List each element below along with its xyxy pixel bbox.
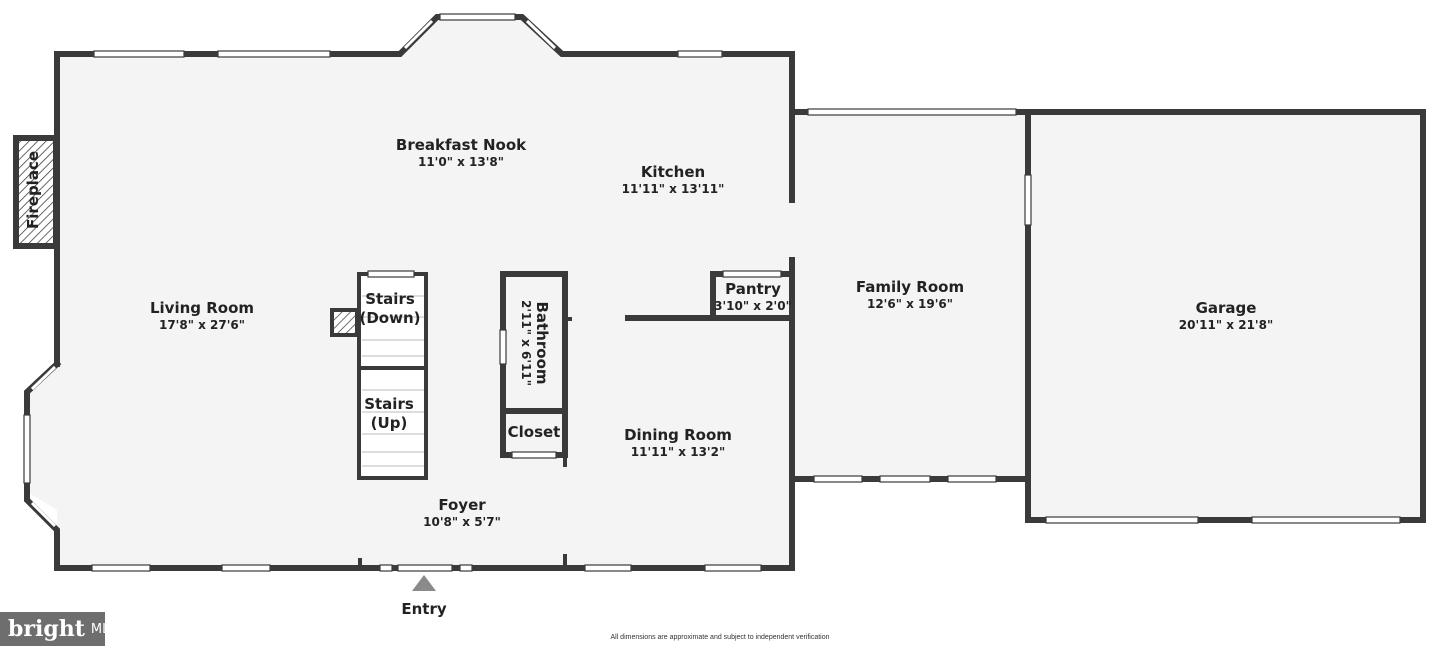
garage-floor: [1028, 112, 1423, 520]
bay-windows: [30, 19, 557, 528]
room-name-kitchen: Kitchen: [641, 163, 705, 181]
stairs-up: [357, 366, 428, 480]
brightmls-watermark: bright MLS: [0, 612, 118, 646]
room-name-bathroom: Bathroom: [533, 301, 551, 384]
windows: [23, 13, 1401, 572]
watermark-suffix: MLS: [90, 621, 118, 637]
stairs-down-label-1: Stairs: [365, 290, 415, 308]
garage-wall: [1025, 109, 1426, 523]
stairs-down-label-2: (Down): [359, 309, 420, 327]
stair-treads: [362, 295, 424, 467]
entry-arrow-icon: [412, 575, 436, 591]
entry-label: Entry: [401, 600, 446, 618]
room-dims-foyer: 10'8" x 5'7": [423, 515, 501, 529]
room-dims-bathroom: 2'11" x 6'11": [519, 300, 533, 386]
room-name-foyer: Foyer: [438, 496, 486, 514]
room-dims-kitchen: 11'11" x 13'11": [622, 182, 725, 196]
room-name-closet: Closet: [508, 423, 561, 441]
room-dims-pantry: 3'10" x 2'0": [714, 299, 792, 313]
stairs-up-label-2: (Up): [371, 414, 408, 432]
disclaimer-note: All dimensions are approximate and subje…: [610, 634, 830, 641]
room-name-living-room: Living Room: [150, 299, 254, 317]
fireplace-label: Fireplace: [24, 151, 42, 229]
watermark-brand: bright: [8, 616, 85, 642]
room-dims-dining-room: 11'11" x 13'2": [631, 445, 725, 459]
room-name-garage: Garage: [1196, 299, 1257, 317]
room-dims-breakfast-nook: 11'0" x 13'8": [418, 155, 504, 169]
room-dims-family-room: 12'6" x 19'6": [867, 297, 953, 311]
room-dims-living-room: 17'8" x 27'6": [159, 318, 245, 332]
family-room-floor: [792, 112, 1028, 479]
stairs-up-label-1: Stairs: [364, 395, 414, 413]
room-name-breakfast-nook: Breakfast Nook: [396, 136, 527, 154]
room-name-dining-room: Dining Room: [624, 426, 732, 444]
room-dims-garage: 20'11" x 21'8": [1179, 318, 1273, 332]
room-name-pantry: Pantry: [725, 280, 781, 298]
small-hatched-box: [330, 308, 359, 337]
room-name-family-room: Family Room: [856, 278, 964, 296]
fireplace: [13, 135, 59, 249]
